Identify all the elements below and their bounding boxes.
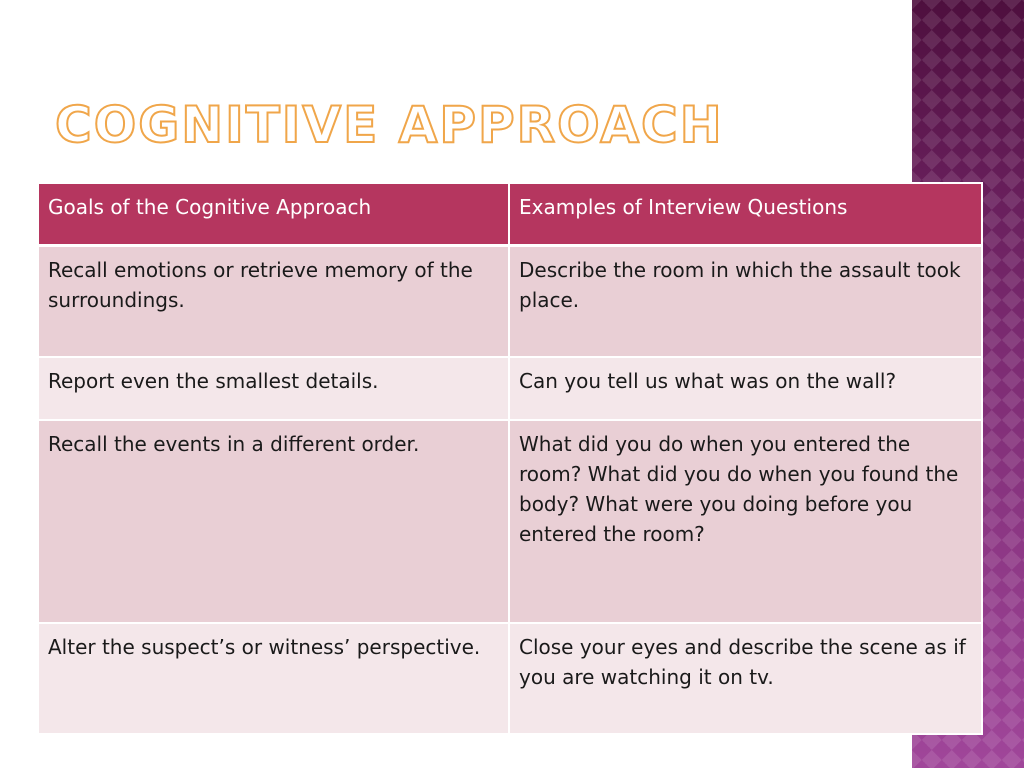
example-cell: Close your eyes and describe the scene a… [508,622,983,735]
slide-title: Cognitive Approach [54,96,724,154]
header-examples: Examples of Interview Questions [508,182,983,247]
table-header-row: Goals of the Cognitive Approach Examples… [37,182,983,247]
goals-table: Goals of the Cognitive Approach Examples… [37,182,983,735]
example-cell: Describe the room in which the assault t… [508,244,983,358]
table-row: Report even the smallest details. Can yo… [37,356,983,421]
table-row: Recall emotions or retrieve memory of th… [37,244,983,358]
example-cell: What did you do when you entered the roo… [508,419,983,624]
table-row: Recall the events in a different order. … [37,419,983,624]
example-cell: Can you tell us what was on the wall? [508,356,983,421]
goal-cell: Alter the suspect’s or witness’ perspect… [37,622,510,735]
goal-cell: Recall the events in a different order. [37,419,510,624]
header-goals: Goals of the Cognitive Approach [37,182,510,247]
goal-cell: Report even the smallest details. [37,356,510,421]
goal-cell: Recall emotions or retrieve memory of th… [37,244,510,358]
table-row: Alter the suspect’s or witness’ perspect… [37,622,983,735]
